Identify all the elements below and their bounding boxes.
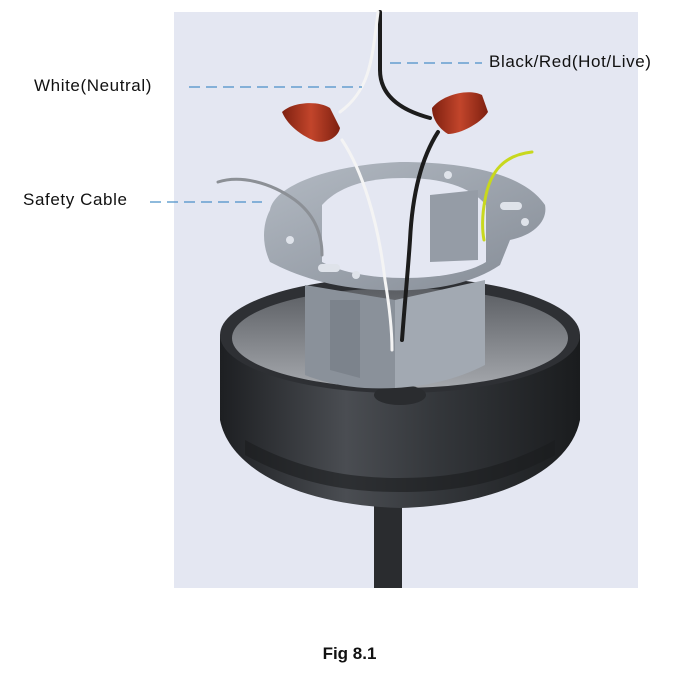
safety-cable-label: Safety Cable xyxy=(23,190,128,209)
hot-live-label: Black/Red(Hot/Live) xyxy=(489,52,652,71)
hot-wire-lower xyxy=(400,130,440,342)
figure-caption: Fig 8.1 xyxy=(322,644,377,663)
wire-nuts xyxy=(282,92,488,142)
wires xyxy=(216,10,534,352)
mounting-bracket xyxy=(264,162,546,389)
white-neutral-label: White(Neutral) xyxy=(34,76,152,95)
leader-lines xyxy=(150,62,482,203)
ground-wire xyxy=(481,150,534,242)
safety-cable xyxy=(216,177,324,257)
wire-nut-right xyxy=(432,92,488,134)
neutral-wire-lower xyxy=(340,138,394,352)
wire-nut-left xyxy=(282,103,340,142)
hot-wire xyxy=(378,10,432,120)
downrod xyxy=(374,500,402,588)
neutral-wire xyxy=(338,10,380,114)
